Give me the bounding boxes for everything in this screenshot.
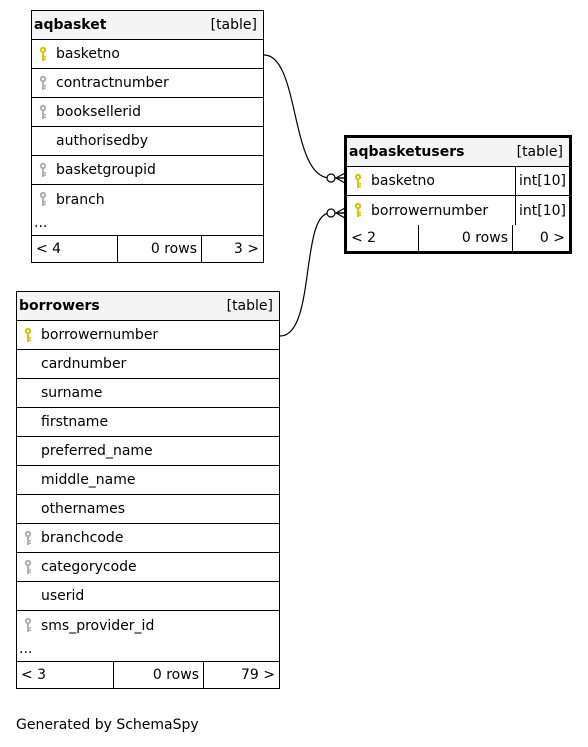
more-columns: ... <box>17 640 279 662</box>
footer-credit: Generated by SchemaSpy <box>16 717 199 733</box>
parents-count[interactable]: < 4 <box>32 236 118 262</box>
table-aqbasket[interactable]: aqbasket [table] basketno contractnumber b… <box>31 10 264 263</box>
foreign-key-icon <box>38 162 48 178</box>
link-end-circle <box>326 208 336 218</box>
table-header: borrowers [table] <box>17 292 279 321</box>
table-header: aqbasket [table] <box>32 11 263 40</box>
foreign-key-icon <box>23 530 33 546</box>
column-row[interactable]: borrowernumber <box>17 321 279 350</box>
column-row[interactable]: surname <box>17 379 279 408</box>
column-name: branch <box>56 191 105 208</box>
column-name: basketno <box>371 173 435 189</box>
column-row[interactable]: branch <box>32 185 263 214</box>
column-name: booksellerid <box>56 104 141 120</box>
column-row[interactable]: userid <box>17 582 279 611</box>
row-count: 0 rows <box>419 225 513 251</box>
column-name: othernames <box>41 501 126 517</box>
table-stats: < 3 0 rows 79 > <box>17 662 279 688</box>
column-row[interactable]: othernames <box>17 495 279 524</box>
column-row[interactable]: basketno int[10] <box>347 167 569 196</box>
column-name: authorisedby <box>56 133 148 149</box>
row-count: 0 rows <box>114 662 204 688</box>
column-row[interactable]: authorisedby <box>32 127 263 156</box>
link-end-circle <box>326 173 336 183</box>
column-name: userid <box>41 588 85 604</box>
more-columns: ... <box>32 214 263 236</box>
children-count[interactable]: 79 > <box>241 667 275 683</box>
table-borrowers[interactable]: borrowers [table] borrowernumber cardnumb… <box>16 291 280 689</box>
column-name: categorycode <box>41 559 137 575</box>
children-count[interactable]: 3 > <box>233 241 259 257</box>
foreign-key-icon <box>23 559 33 575</box>
table-stats: < 2 0 rows 0 > <box>347 225 569 251</box>
table-type: [table] <box>226 298 273 314</box>
crow-foot <box>335 172 346 184</box>
column-row[interactable]: basketno <box>32 40 263 69</box>
column-name: basketno <box>56 46 120 62</box>
column-name: cardnumber <box>41 356 127 372</box>
column-name: contractnumber <box>56 75 169 91</box>
row-count: 0 rows <box>118 236 202 262</box>
table-name: borrowers <box>19 298 100 314</box>
column-name: branchcode <box>41 530 124 546</box>
parents-count[interactable]: < 2 <box>347 225 419 251</box>
primary-key-icon <box>23 327 33 343</box>
table-type: [table] <box>516 144 563 160</box>
table-name: aqbasketusers <box>349 144 465 160</box>
column-name: borrowernumber <box>371 202 489 219</box>
parents-count[interactable]: < 3 <box>17 662 114 688</box>
table-header: aqbasketusers [table] <box>347 138 569 167</box>
column-row[interactable]: categorycode <box>17 553 279 582</box>
primary-key-icon <box>38 46 48 62</box>
column-row[interactable]: sms_provider_id <box>17 611 279 640</box>
crow-foot <box>335 207 346 219</box>
table-name: aqbasket <box>34 17 107 33</box>
foreign-key-icon <box>38 191 48 207</box>
column-row[interactable]: cardnumber <box>17 350 279 379</box>
column-row[interactable]: basketgroupid <box>32 156 263 185</box>
column-name: basketgroupid <box>56 162 156 178</box>
table-stats: < 4 0 rows 3 > <box>32 236 263 262</box>
column-name: sms_provider_id <box>41 617 155 634</box>
column-name: firstname <box>41 414 109 430</box>
column-type: int[10] <box>515 167 569 195</box>
column-name: middle_name <box>41 472 136 488</box>
foreign-key-icon <box>38 104 48 120</box>
foreign-key-icon <box>38 75 48 91</box>
table-type: [table] <box>210 17 257 33</box>
column-name: surname <box>41 385 103 401</box>
foreign-key-icon <box>23 617 33 633</box>
link-borrowers-borrowernumber <box>279 212 345 337</box>
children-count[interactable]: 0 > <box>539 230 565 246</box>
column-name: preferred_name <box>41 443 153 459</box>
column-row[interactable]: borrowernumber int[10] <box>347 196 569 225</box>
column-type: int[10] <box>515 196 569 225</box>
column-name: borrowernumber <box>41 327 159 343</box>
link-aqbasket-basketno <box>263 54 345 179</box>
column-row[interactable]: middle_name <box>17 466 279 495</box>
column-row[interactable]: booksellerid <box>32 98 263 127</box>
column-row[interactable]: preferred_name <box>17 437 279 466</box>
column-row[interactable]: contractnumber <box>32 69 263 98</box>
primary-key-icon <box>353 173 363 189</box>
column-row[interactable]: branchcode <box>17 524 279 553</box>
primary-key-icon <box>353 202 363 218</box>
column-row[interactable]: firstname <box>17 408 279 437</box>
